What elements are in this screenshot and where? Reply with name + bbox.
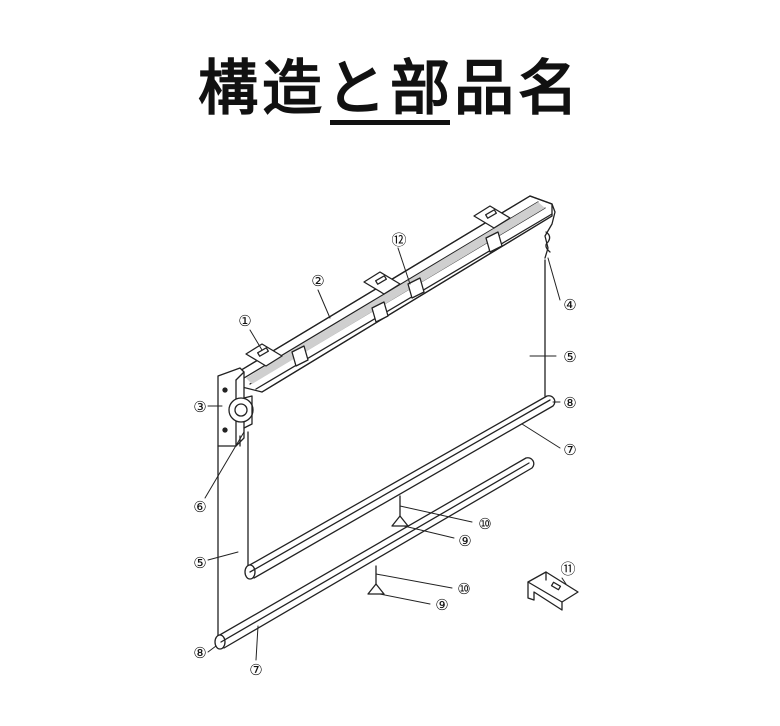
head-rail <box>237 195 556 393</box>
pull-cord-upper <box>391 495 409 527</box>
label-8-upper: ⑧ <box>563 394 576 412</box>
bottom-bar-lower <box>214 457 535 650</box>
bottom-bar-upper <box>244 395 556 580</box>
label-8-lower: ⑧ <box>193 644 206 662</box>
label-2: ② <box>311 272 324 290</box>
label-4: ④ <box>563 296 576 314</box>
pull-cord-lower <box>367 565 385 595</box>
label-7-lower: ⑦ <box>249 661 262 679</box>
label-10-upper: ⑩ <box>478 515 491 533</box>
label-7-upper: ⑦ <box>563 441 576 459</box>
leader-lines <box>204 247 567 661</box>
label-11: ⑪ <box>560 560 575 578</box>
label-6: ⑥ <box>193 498 206 516</box>
clutch-bracket <box>217 367 254 447</box>
label-12: ⑫ <box>391 231 406 249</box>
screen-fabric <box>217 259 546 641</box>
mounting-brackets <box>245 205 511 367</box>
label-3: ③ <box>193 398 206 416</box>
spare-bracket <box>527 571 579 611</box>
label-5-upper: ⑤ <box>563 348 576 366</box>
callout-labels: ① ② ⑫ ④ ⑤ ⑧ ⑦ ③ ⑥ ⑤ ⑧ ⑦ ⑩ ⑨ ⑩ ⑨ ⑪ <box>193 231 576 679</box>
title-underline <box>330 120 450 125</box>
label-9-lower: ⑨ <box>435 596 448 614</box>
label-10-lower: ⑩ <box>457 580 470 598</box>
label-5-lower: ⑤ <box>193 554 206 572</box>
label-9-upper: ⑨ <box>458 532 471 550</box>
page-title: 構造と部品名 <box>198 54 582 124</box>
label-1: ① <box>238 312 251 330</box>
